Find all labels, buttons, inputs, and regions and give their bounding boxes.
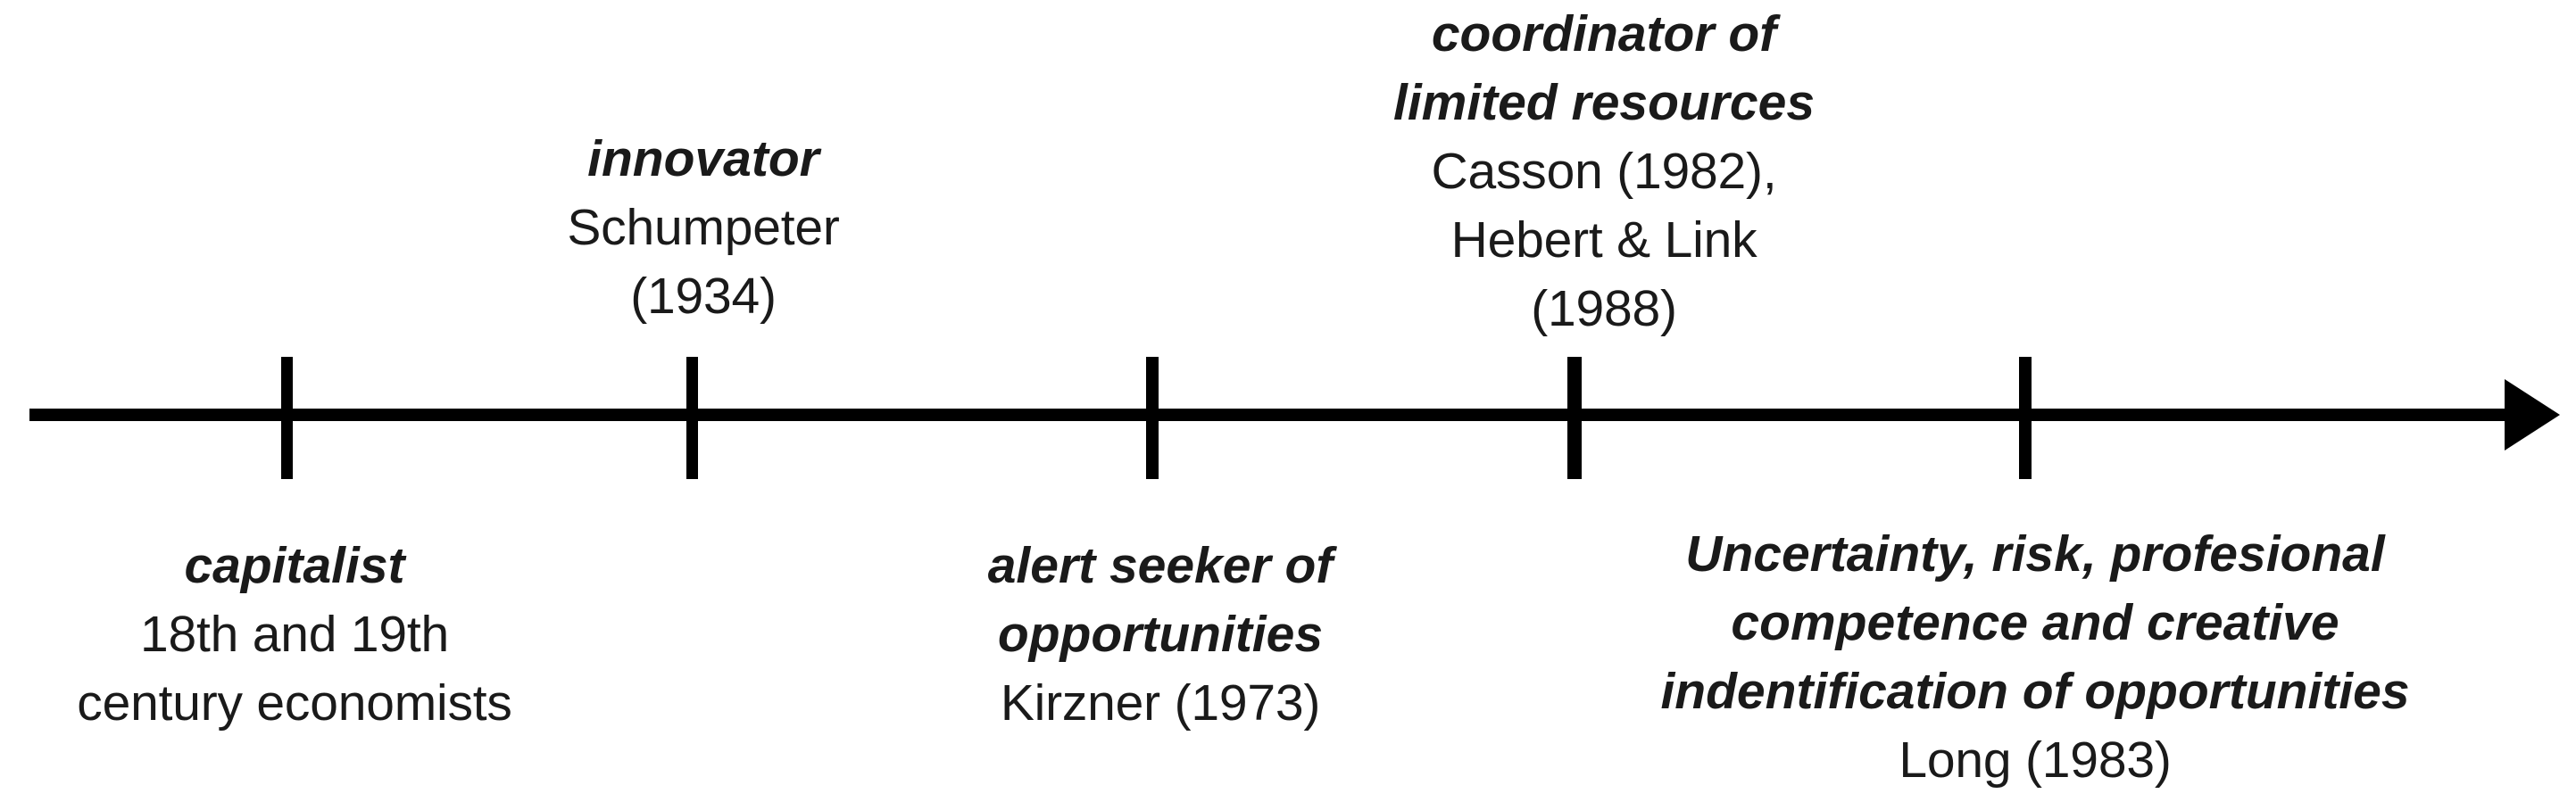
uncertainty-role-line-2: competence and creative <box>1731 594 2339 651</box>
axis-tick <box>2019 357 2032 479</box>
coordinator-citation-line-1: Casson (1982), <box>1431 143 1777 200</box>
axis-tick <box>1146 357 1159 479</box>
timeline-label-alert-seeker: alert seeker of opportunities Kirzner (1… <box>988 532 1334 738</box>
axis-tick <box>1567 357 1582 479</box>
innovator-citation-line-1: Schumpeter <box>567 199 840 256</box>
coordinator-role-line-2: limited resources <box>1392 74 1816 131</box>
axis-arrowhead-icon <box>2505 379 2560 451</box>
capitalist-role-line-1: capitalist <box>184 537 405 594</box>
capitalist-citation-line-2: century economists <box>77 674 512 732</box>
innovator-citation-line-2: (1934) <box>630 268 777 325</box>
alert-seeker-role-line-1: alert seeker of <box>987 537 1334 594</box>
axis-line <box>29 409 2529 421</box>
coordinator-citation-line-3: (1988) <box>1531 280 1677 337</box>
coordinator-citation-line-2: Hebert & Link <box>1450 211 1757 269</box>
uncertainty-role-line-3: indentification of opportunities <box>1660 663 2410 720</box>
innovator-role-line-1: innovator <box>587 130 819 187</box>
capitalist-citation-line-1: 18th and 19th <box>139 606 450 663</box>
timeline-label-uncertainty: Uncertainty, risk, profesional competenc… <box>1660 520 2409 795</box>
uncertainty-citation-line-1: Long (1983) <box>1899 732 2172 789</box>
timeline-label-capitalist: capitalist 18th and 19th century economi… <box>77 532 512 738</box>
timeline-label-coordinator: coordinator of limited resources Casson … <box>1393 0 1815 343</box>
axis-tick <box>281 357 293 479</box>
alert-seeker-citation-line-1: Kirzner (1973) <box>1000 674 1321 732</box>
alert-seeker-role-line-2: opportunities <box>997 606 1324 663</box>
timeline-label-innovator: innovator Schumpeter (1934) <box>567 125 840 331</box>
coordinator-role-line-1: coordinator of <box>1431 5 1777 62</box>
axis-tick <box>686 357 698 479</box>
uncertainty-role-line-1: Uncertainty, risk, profesional <box>1685 525 2385 583</box>
